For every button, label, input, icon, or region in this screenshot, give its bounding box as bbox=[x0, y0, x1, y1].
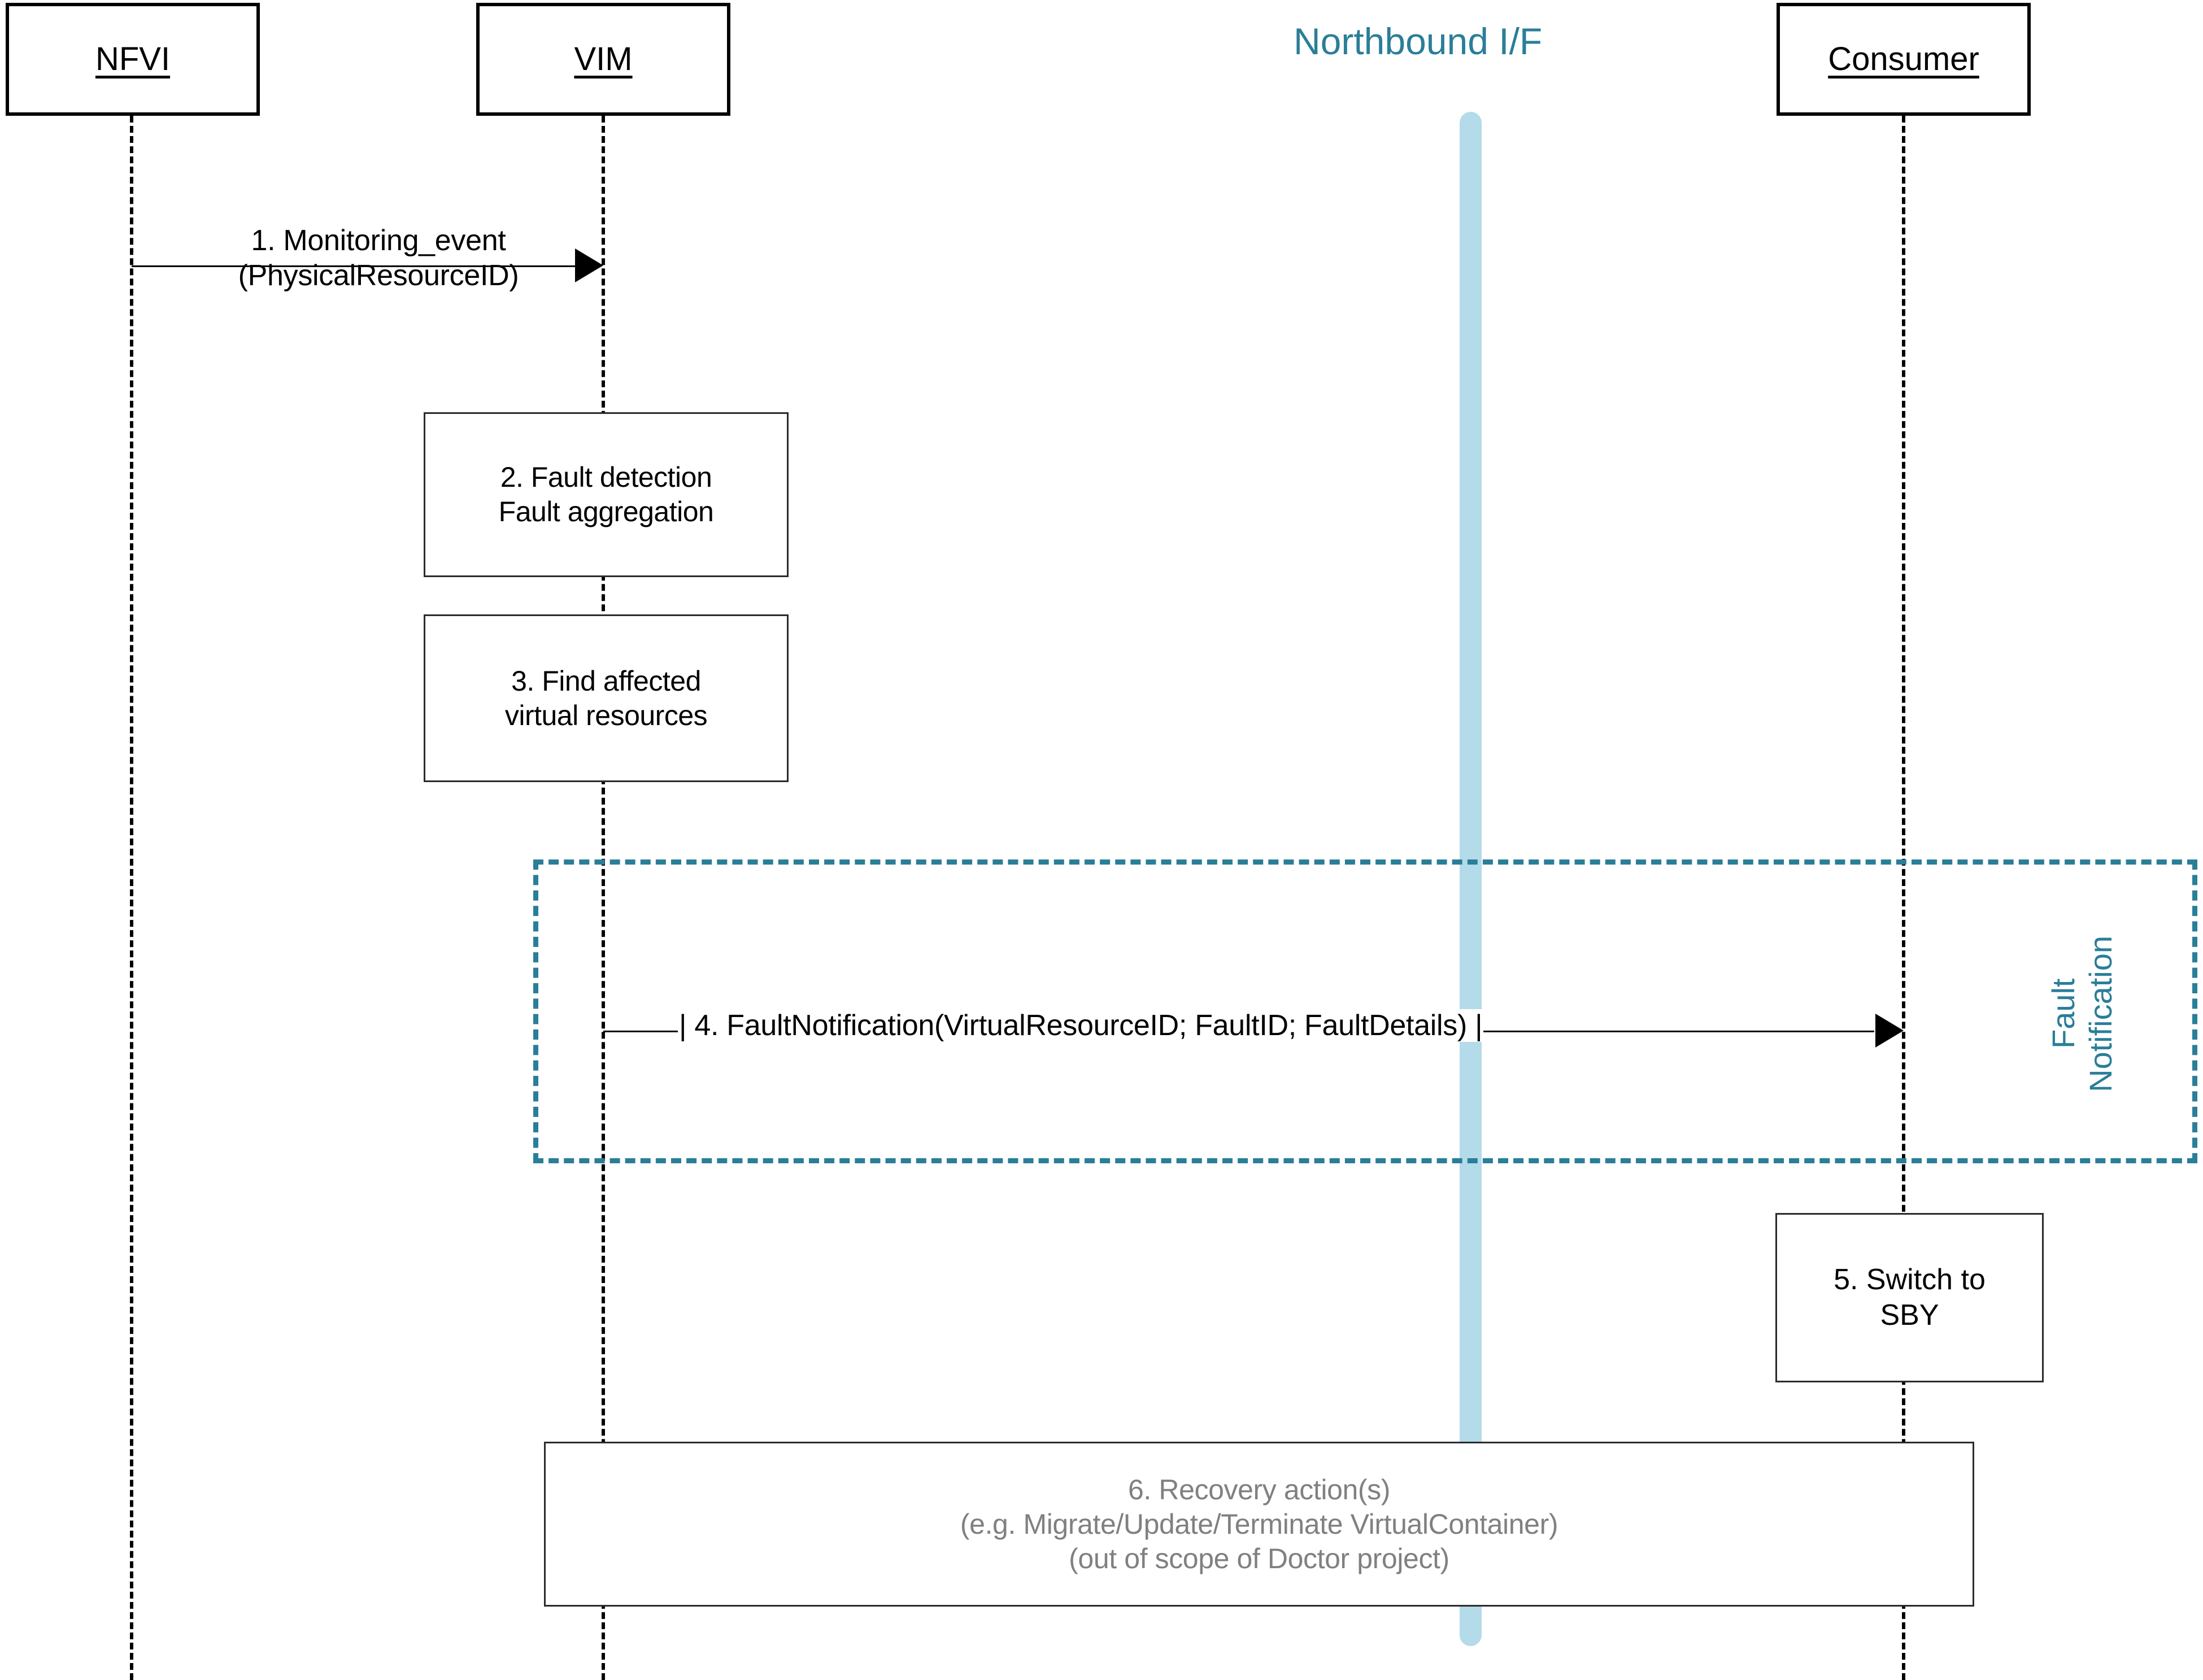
lifeline-vim bbox=[602, 116, 605, 1680]
lifeline-consumer bbox=[1902, 116, 1905, 1680]
northbound-interface-title: Northbound I/F bbox=[1294, 20, 1543, 62]
actor-box-vim[interactable]: VIM bbox=[476, 3, 730, 116]
message-4-label-text: | 4. FaultNotification(VirtualResourceID… bbox=[678, 1009, 1484, 1042]
actor-label-nfvi: NFVI bbox=[95, 41, 171, 77]
message-1-label-line2: (PhysicalResourceID) bbox=[238, 259, 519, 293]
message-1-arrowhead bbox=[575, 248, 603, 282]
message-4-arrowhead bbox=[1875, 1014, 1904, 1048]
action-box-5-switch-to-sby[interactable]: 5. Switch to SBY bbox=[1775, 1213, 2044, 1382]
action-box-2-line2: Fault aggregation bbox=[498, 496, 714, 527]
message-1-label-line1: 1. Monitoring_event bbox=[251, 224, 506, 257]
action-box-3-line1: 3. Find affected bbox=[511, 665, 701, 697]
fragment-label-line2: Notification bbox=[2083, 935, 2119, 1092]
actor-box-consumer[interactable]: Consumer bbox=[1777, 3, 2031, 116]
action-box-3-find-affected-resources[interactable]: 3. Find affected virtual resources bbox=[424, 614, 789, 782]
action-box-2-fault-detection[interactable]: 2. Fault detection Fault aggregation bbox=[424, 412, 789, 577]
northbound-interface-bar bbox=[1460, 112, 1482, 1646]
fragment-label-line1: Fault bbox=[2045, 978, 2081, 1049]
action-box-5-line2: SBY bbox=[1880, 1299, 1939, 1332]
actor-label-consumer: Consumer bbox=[1828, 41, 1979, 77]
action-box-6-line2: (e.g. Migrate/Update/Terminate VirtualCo… bbox=[960, 1508, 1558, 1540]
message-1-label: 1. Monitoring_event (PhysicalResourceID) bbox=[203, 223, 554, 294]
action-box-5-line1: 5. Switch to bbox=[1834, 1263, 1986, 1296]
fault-notification-fragment bbox=[533, 859, 2197, 1163]
fault-notification-fragment-label: Fault Notification bbox=[2045, 895, 2119, 1132]
lifeline-nfvi bbox=[130, 116, 133, 1680]
action-box-6-line3: (out of scope of Doctor project) bbox=[1069, 1542, 1449, 1574]
actor-label-vim: VIM bbox=[574, 41, 633, 77]
action-box-2-line1: 2. Fault detection bbox=[500, 461, 712, 493]
actor-box-nfvi[interactable]: NFVI bbox=[6, 3, 260, 116]
action-box-6-recovery-actions[interactable]: 6. Recovery action(s) (e.g. Migrate/Upda… bbox=[544, 1442, 1974, 1607]
message-4-label: | 4. FaultNotification(VirtualResourceID… bbox=[678, 1009, 1484, 1042]
action-box-3-line2: virtual resources bbox=[504, 699, 708, 731]
action-box-6-line1: 6. Recovery action(s) bbox=[1128, 1473, 1390, 1506]
message-1-line bbox=[132, 265, 584, 267]
